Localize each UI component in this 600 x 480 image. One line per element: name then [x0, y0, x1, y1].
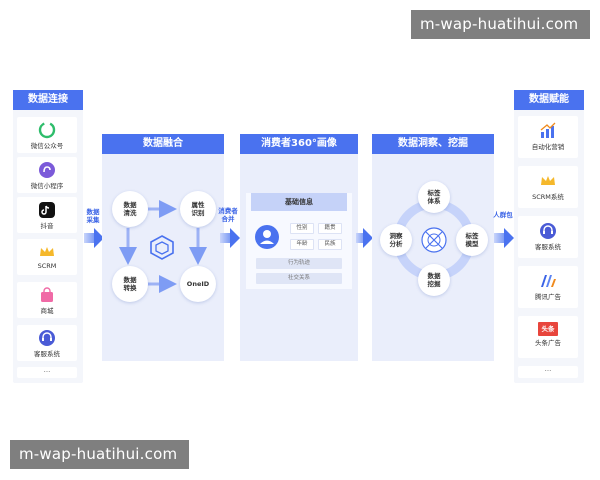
target-label: 腾讯广告 — [535, 293, 561, 301]
crown-icon — [40, 247, 54, 256]
data-empower-column: 数据赋能 自动化营销 SCRM系统 客服系统 腾讯广告 头条 头条广告 ··· — [514, 90, 584, 383]
tencent-ads-icon — [541, 275, 556, 287]
target-tencent-ads[interactable]: 腾讯广告 — [518, 266, 578, 308]
source-label: 商城 — [40, 307, 54, 315]
source-customer-service[interactable]: 客服系统 — [17, 325, 77, 361]
cube-icon — [150, 235, 174, 260]
flow-collect-arrow-head — [94, 228, 104, 248]
watermark-top: m-wap-huatihui.com — [411, 10, 590, 39]
source-label: 客服系统 — [34, 350, 60, 358]
data-insight-title: 数据洞察、挖掘 — [372, 134, 494, 154]
source-wechat-official[interactable]: 微信公众号 — [17, 117, 77, 153]
node-attribute-recognition: 属性识别 — [180, 191, 216, 227]
flow-crowd-label: 人群包 — [493, 211, 513, 219]
source-mall[interactable]: 商城 — [17, 282, 77, 318]
flow-insight-arrow — [356, 233, 364, 243]
fusion-connectors — [119, 200, 207, 293]
social-relation-bar: 社交关系 — [256, 273, 342, 284]
flow-crowd-arrow — [494, 233, 504, 243]
toutiao-icon: 头条 — [538, 322, 558, 336]
headset-icon — [540, 223, 556, 239]
source-label: 抖音 — [40, 222, 54, 230]
target-automation-marketing[interactable]: 自动化营销 — [518, 116, 578, 158]
target-customer-service[interactable]: 客服系统 — [518, 216, 578, 258]
shopping-bag-icon — [41, 287, 53, 302]
flow-insight-arrow-head — [363, 228, 373, 248]
node-data-cleaning: 数据清洗 — [112, 191, 148, 227]
target-label: 自动化营销 — [531, 143, 565, 151]
tag-ethnicity: 民族 — [318, 239, 342, 250]
data-connection-column: 数据连接 微信公众号 微信小程序 抖音 SCRM 商城 — [13, 90, 83, 383]
more-targets[interactable]: ··· — [518, 366, 578, 378]
data-fusion-title: 数据融合 — [102, 134, 224, 154]
tag-gender: 性别 — [290, 223, 314, 234]
target-label: 客服系统 — [535, 243, 561, 251]
node-tag-model: 标签模型 — [456, 224, 488, 256]
source-label: SCRM — [37, 262, 57, 270]
user-avatar-icon — [255, 225, 279, 249]
flow-crowd-arrow-head — [504, 228, 514, 248]
data-connection-title: 数据连接 — [13, 90, 83, 110]
node-data-transform: 数据转换 — [112, 266, 148, 302]
source-label: 微信小程序 — [30, 182, 64, 190]
flow-merge-label: 消费者合并 — [218, 207, 238, 223]
data-empower-title: 数据赋能 — [514, 90, 584, 110]
wechat-official-icon — [38, 121, 56, 139]
more-sources[interactable]: ··· — [17, 367, 77, 378]
consumer-portrait-title: 消费者360°画像 — [240, 134, 358, 154]
flow-collect-label: 数据采集 — [86, 208, 100, 224]
node-insight-analysis: 洞察分析 — [380, 224, 412, 256]
source-label: 微信公众号 — [30, 142, 64, 150]
douyin-icon — [39, 202, 55, 218]
target-scrm-system[interactable]: SCRM系统 — [518, 166, 578, 208]
target-label: SCRM系统 — [532, 193, 564, 201]
tag-age: 年龄 — [290, 239, 314, 250]
node-oneid: OneID — [180, 266, 216, 302]
bar-chart-icon — [540, 122, 556, 138]
flow-collect-arrow — [84, 233, 94, 243]
source-scrm[interactable]: SCRM — [17, 239, 77, 275]
target-label: 头条广告 — [535, 339, 561, 347]
flow-merge-arrow — [220, 233, 230, 243]
watermark-bottom: m-wap-huatihui.com — [10, 440, 189, 469]
target-toutiao-ads[interactable]: 头条 头条广告 — [518, 316, 578, 358]
basic-info-title: 基础信息 — [251, 193, 347, 211]
flow-merge-arrow-head — [230, 228, 240, 248]
node-tag-system: 标签体系 — [418, 181, 450, 213]
tag-hometown: 籍贯 — [318, 223, 342, 234]
behavior-track-bar: 行为轨迹 — [256, 258, 342, 269]
wechat-miniprogram-icon — [39, 162, 55, 178]
node-data-mining: 数据挖掘 — [418, 264, 450, 296]
headset-icon — [39, 330, 55, 346]
crown-icon — [541, 176, 555, 185]
source-douyin[interactable]: 抖音 — [17, 197, 77, 233]
source-wechat-miniprogram[interactable]: 微信小程序 — [17, 157, 77, 193]
